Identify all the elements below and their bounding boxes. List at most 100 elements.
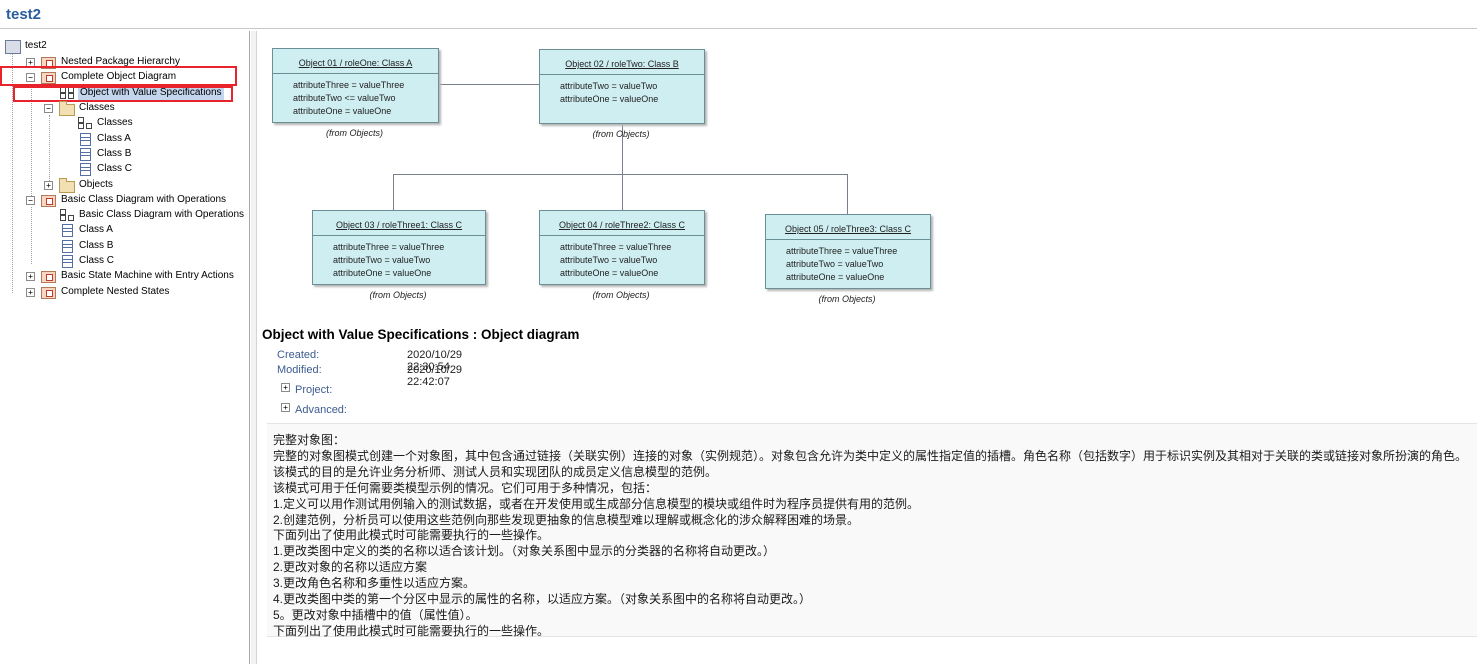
- modified-value: 2020/10/29 22:42:07: [407, 364, 463, 388]
- object-title: Object 02 / roleTwo: Class B: [540, 50, 704, 75]
- expand-icon[interactable]: +: [281, 403, 290, 412]
- object-01[interactable]: Object 01 / roleOne: Class A attributeTh…: [272, 48, 439, 123]
- class-icon: [62, 224, 73, 237]
- highlight-box: [13, 86, 233, 102]
- project-browser-tree[interactable]: test2 + Nested Package Hierarchy − Compl…: [0, 31, 250, 664]
- notes-line: 完整的对象图模式创建一个对象图，其中包含通过链接（关联实例）连接的对象（实例规范…: [273, 449, 1468, 463]
- object-title: Object 01 / roleOne: Class A: [273, 49, 438, 74]
- tree-item-label: Basic Class Diagram with Operations: [79, 209, 245, 220]
- expand-icon[interactable]: +: [281, 383, 290, 392]
- tree-item-label: Basic Class Diagram with Operations: [61, 194, 227, 205]
- slot-value: attributeThree = valueThree: [293, 80, 405, 90]
- tree-item-label: Class A: [97, 133, 131, 144]
- project-label: Project:: [295, 384, 333, 396]
- slot-value: attributeThree = valueThree: [333, 242, 445, 252]
- class-icon: [80, 163, 91, 176]
- slot-value: attributeTwo = valueTwo: [560, 81, 658, 91]
- object-title: Object 05 / roleThree3: Class C: [766, 215, 930, 240]
- link-connector[interactable]: [622, 123, 623, 174]
- notes-line: 2.创建范例，分析员可以使用这些范例向那些发现更抽象的信息模型难以理解或概念化的…: [273, 513, 860, 527]
- package-icon: [41, 287, 56, 299]
- tree-root-label: test2: [25, 40, 47, 51]
- link-connector[interactable]: [438, 84, 540, 85]
- tree-connector: [12, 47, 13, 293]
- slot-value: attributeTwo = valueTwo: [786, 259, 884, 269]
- object-title: Object 03 / roleThree1: Class C: [313, 211, 485, 236]
- expand-icon[interactable]: +: [26, 272, 35, 281]
- diagram-canvas[interactable]: Object 01 / roleOne: Class A attributeTh…: [257, 31, 1477, 321]
- slot-value: attributeOne = valueOne: [560, 268, 659, 278]
- link-connector[interactable]: [622, 174, 623, 210]
- object-05[interactable]: Object 05 / roleThree3: Class C attribut…: [765, 214, 931, 289]
- expand-icon[interactable]: +: [26, 288, 35, 297]
- advanced-label: Advanced:: [295, 404, 347, 416]
- notes-line: 4.更改类图中类的第一个分区中显示的属性的名称，以适应方案。（对象关系图中的名称…: [273, 592, 812, 606]
- link-connector[interactable]: [393, 174, 848, 175]
- tree-item-label: Objects: [79, 179, 113, 190]
- notes-line: 3.更改角色名称和多重性以适应方案。: [273, 576, 476, 590]
- notes-line: 下面列出了使用此模式时可能需要执行的一些操作。: [273, 528, 550, 542]
- tree-connector: [49, 115, 50, 187]
- tree-item-label: Class B: [79, 240, 114, 251]
- slot-value: attributeTwo <= valueTwo: [293, 93, 396, 103]
- tree-connector: [31, 84, 32, 202]
- created-row: Created: 2020/10/29 22:30:54: [277, 349, 462, 373]
- package-icon: [41, 195, 56, 207]
- from-package-label: (from Objects): [818, 294, 876, 304]
- notes-line: 该模式可用于任何需要类模型示例的情况。它们可用于多种情况，包括：: [273, 481, 658, 495]
- notes-line: 5。更改对象中插槽中的值（属性值）。: [273, 608, 478, 622]
- notes-line: 该模式的目的是允许业务分析师、测试人员和实现团队的成员定义信息模型的范例。: [273, 465, 718, 479]
- slot-value: attributeTwo = valueTwo: [333, 255, 431, 265]
- link-connector[interactable]: [847, 174, 848, 214]
- tree-connector: [31, 207, 32, 264]
- folder-icon: [59, 101, 75, 116]
- notes-line: 1.更改类图中定义的类的名称以适合该计划。（对象关系图中显示的分类器的名称将自动…: [273, 544, 776, 558]
- tree-item-label: Nested Package Hierarchy: [61, 56, 180, 67]
- notes-line: 1.定义可以用作测试用例输入的测试数据，或者在开发使用或生成部分信息模型的模块或…: [273, 497, 920, 511]
- model-root-icon: [5, 40, 21, 54]
- object-title: Object 04 / roleThree2: Class C: [540, 211, 704, 236]
- slot-value: attributeThree = valueThree: [786, 246, 898, 256]
- modified-label: Modified:: [277, 364, 322, 376]
- class-icon: [80, 148, 91, 161]
- from-package-label: (from Objects): [325, 128, 383, 138]
- collapse-icon[interactable]: −: [26, 73, 35, 82]
- package-icon: [41, 72, 56, 84]
- class-icon: [80, 133, 91, 146]
- title-bar: test2: [0, 0, 1477, 29]
- class-diagram-icon: [78, 117, 92, 129]
- slot-value: attributeOne = valueOne: [333, 268, 432, 278]
- tree-item-label: Class B: [97, 148, 132, 159]
- class-icon: [62, 255, 73, 268]
- notes-panel: 完整对象图： 完整的对象图模式创建一个对象图，其中包含通过链接（关联实例）连接的…: [267, 423, 1477, 638]
- tree-item-label: Class C: [79, 255, 115, 266]
- tree-item-label: Classes: [79, 102, 115, 113]
- tree-item-label: Complete Object Diagram: [61, 71, 177, 82]
- collapse-icon[interactable]: −: [44, 104, 53, 113]
- splitter[interactable]: [251, 31, 257, 664]
- collapse-icon[interactable]: −: [26, 196, 35, 205]
- folder-icon: [59, 178, 75, 193]
- from-package-label: (from Objects): [592, 129, 650, 139]
- class-diagram-icon: [60, 209, 74, 221]
- slot-value: attributeOne = valueOne: [293, 106, 392, 116]
- tree-item-label: Complete Nested States: [61, 286, 170, 297]
- notes-line: 2.更改对象的名称以适应方案: [273, 560, 428, 574]
- diagram-details: Object with Value Specifications : Objec…: [262, 327, 1462, 342]
- tree-item-label: Classes: [97, 117, 133, 128]
- modified-row: Modified: 2020/10/29 22:42:07: [277, 364, 462, 388]
- notes-line: 完整对象图：: [273, 433, 346, 447]
- object-03[interactable]: Object 03 / roleThree1: Class C attribut…: [312, 210, 486, 285]
- created-value: 2020/10/29 22:30:54: [407, 349, 463, 373]
- slot-value: attributeOne = valueOne: [786, 272, 885, 282]
- object-04[interactable]: Object 04 / roleThree2: Class C attribut…: [539, 210, 705, 285]
- from-package-label: (from Objects): [592, 290, 650, 300]
- package-icon: [41, 271, 56, 283]
- notes-line: 下面列出了使用此模式时可能需要执行的一些操作。: [273, 624, 550, 638]
- slot-value: attributeThree = valueThree: [560, 242, 672, 252]
- object-02[interactable]: Object 02 / roleTwo: Class B attributeTw…: [539, 49, 705, 124]
- class-icon: [62, 240, 73, 253]
- link-connector[interactable]: [393, 174, 394, 210]
- expand-icon[interactable]: +: [44, 181, 53, 190]
- slot-value: attributeTwo = valueTwo: [560, 255, 658, 265]
